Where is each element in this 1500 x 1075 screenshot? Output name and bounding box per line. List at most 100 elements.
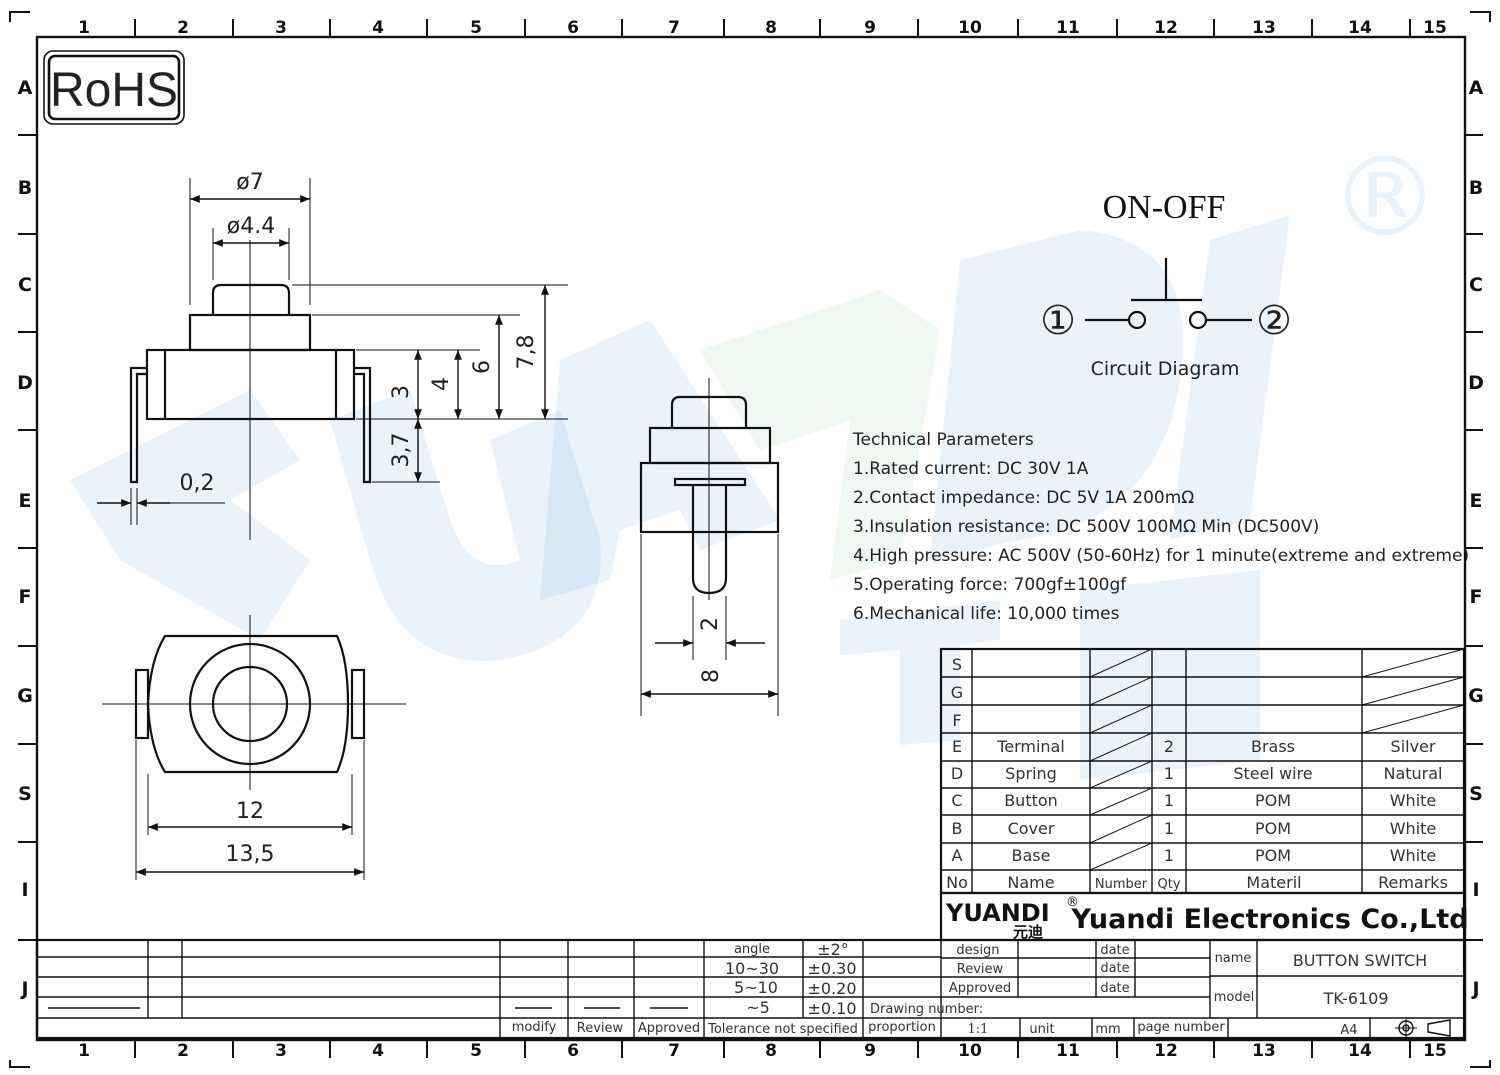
- rohs-text: RoHS: [50, 64, 178, 117]
- bom-header-qty: Qty: [1157, 877, 1180, 892]
- dim-t02: 0,2: [180, 471, 215, 496]
- paper-size: A4: [1340, 1023, 1357, 1038]
- tol-range: ~5: [746, 998, 770, 1017]
- tech-title: Technical Parameters: [852, 430, 1034, 450]
- tolerance-caption: Tolerance not specified: [707, 1022, 858, 1037]
- border-row-label: B: [1469, 177, 1483, 199]
- review-field-label: Review: [957, 962, 1004, 977]
- bom-header-no: No: [946, 873, 968, 892]
- border-col-label: 6: [567, 1041, 579, 1061]
- border-ticks: [18, 19, 1483, 1058]
- border-col-label: 1: [78, 18, 90, 38]
- border-row-label: I: [21, 879, 28, 901]
- company-logo-cn: 元迪: [1013, 923, 1043, 941]
- circuit-caption: Circuit Diagram: [1091, 358, 1240, 380]
- border-col-label: 3: [275, 1041, 287, 1061]
- name-label: name: [1215, 951, 1252, 966]
- border-row-label: D: [1468, 372, 1484, 394]
- border-col-label: 13: [1252, 1041, 1276, 1061]
- review-label: Review: [577, 1021, 624, 1036]
- border-row-label: A: [18, 77, 33, 99]
- border-col-label: 5: [470, 1041, 482, 1061]
- company-logo: YUANDI: [945, 899, 1050, 927]
- bom-cell-name: Base: [1012, 846, 1051, 865]
- border-col-label: 12: [1154, 18, 1178, 38]
- bom-header-name: Name: [1007, 873, 1054, 892]
- border-col-label: 13: [1252, 18, 1276, 38]
- circuit-title: ON-OFF: [1103, 189, 1226, 226]
- bom-row-no: G: [951, 683, 963, 702]
- tech-line: 2.Contact impedance: DC 5V 1A 200mΩ: [853, 488, 1194, 508]
- bom-cell-qty: 1: [1164, 846, 1174, 865]
- watermark: ®: [70, 133, 1440, 780]
- tol-range: 10~30: [725, 959, 779, 978]
- border-col-label: 5: [470, 18, 482, 38]
- tech-line: 1.Rated current: DC 30V 1A: [853, 459, 1089, 479]
- border-col-label: 8: [765, 18, 777, 38]
- dim-d7: ø7: [236, 170, 263, 195]
- bom-cell-no: E: [952, 737, 962, 756]
- design-label: design: [956, 943, 999, 958]
- border-col-label: 4: [372, 18, 384, 38]
- side-view: 2 8: [639, 378, 780, 716]
- bom-cell-remarks: White: [1390, 791, 1437, 810]
- dim-h37: 3,7: [389, 433, 414, 468]
- dim-h6: 6: [470, 360, 495, 374]
- border-row-label: E: [1470, 490, 1483, 512]
- border-row-label: F: [19, 586, 32, 608]
- circuit-diagram: ON-OFF ① ② Circuit Diagram: [1040, 189, 1292, 380]
- bom-cell-name: Terminal: [996, 737, 1065, 756]
- tech-line: 4.High pressure: AC 500V (50-60Hz) for 1…: [853, 546, 1469, 566]
- border-col-label: 1: [78, 1041, 90, 1061]
- part-name: BUTTON SWITCH: [1293, 951, 1427, 970]
- border-col-label: 4: [372, 1041, 384, 1061]
- dim-h4: 4: [429, 377, 454, 391]
- unit-value: mm: [1095, 1022, 1120, 1037]
- bom-header-number: Number: [1095, 877, 1148, 892]
- dim-w12: 12: [236, 799, 264, 824]
- bom-cell-material: Brass: [1251, 737, 1295, 756]
- bom-cell-name: Button: [1004, 791, 1058, 810]
- border-row-label: G: [17, 685, 33, 707]
- bom-cell-remarks: Natural: [1383, 764, 1442, 783]
- inner-frame: [35, 35, 1467, 1042]
- dim-w2: 2: [698, 617, 723, 631]
- border-row-label: D: [17, 372, 33, 394]
- bom-cell-qty: 1: [1164, 764, 1174, 783]
- bom-cell-material: POM: [1255, 819, 1291, 838]
- bom-cell-no: C: [951, 791, 962, 810]
- model-label: model: [1214, 990, 1254, 1005]
- border-row-label: E: [19, 490, 32, 512]
- rohs-badge: RoHS: [43, 50, 185, 125]
- bom-row-no: S: [952, 655, 962, 674]
- dim-w135: 13,5: [226, 842, 275, 867]
- bom-cell-no: A: [952, 846, 963, 865]
- bom-cell-remarks: White: [1390, 846, 1437, 865]
- border-col-label: 15: [1423, 1041, 1447, 1061]
- bom-cell-remarks: White: [1390, 819, 1437, 838]
- border-col-label: 3: [275, 18, 287, 38]
- page-number-label: page number: [1137, 1020, 1225, 1035]
- date-label: date: [1100, 961, 1129, 976]
- tol-range: 5~10: [734, 978, 778, 997]
- proportion-label: proportion: [868, 1020, 936, 1035]
- border-col-label: 8: [765, 1041, 777, 1061]
- border-row-label: J: [19, 978, 28, 1000]
- bom-header-remarks: Remarks: [1378, 873, 1448, 892]
- company-name: Yuandi Electronics Co.,Ltd: [1070, 904, 1468, 935]
- tol-value: ±0.10: [807, 999, 856, 1018]
- bom-cell-material: POM: [1255, 791, 1291, 810]
- drawing-number-label: Drawing number:: [870, 1002, 983, 1017]
- border-col-label: 10: [958, 1041, 982, 1061]
- dim-h3: 3: [389, 385, 414, 399]
- scale-value: 1:1: [968, 1022, 989, 1037]
- company-banner: YUANDI 元迪 ® Yuandi Electronics Co.,Ltd: [939, 891, 1469, 942]
- bom-cell-material: POM: [1255, 846, 1291, 865]
- bom-row-no: F: [952, 711, 961, 730]
- border-row-label: F: [1470, 586, 1483, 608]
- company-reg-mark: ®: [1066, 895, 1079, 910]
- tol-value: ±0.30: [807, 959, 856, 978]
- approved-field-label: Approved: [949, 981, 1011, 996]
- border-col-label: 11: [1056, 1041, 1080, 1061]
- bom-cell-qty: 1: [1164, 819, 1174, 838]
